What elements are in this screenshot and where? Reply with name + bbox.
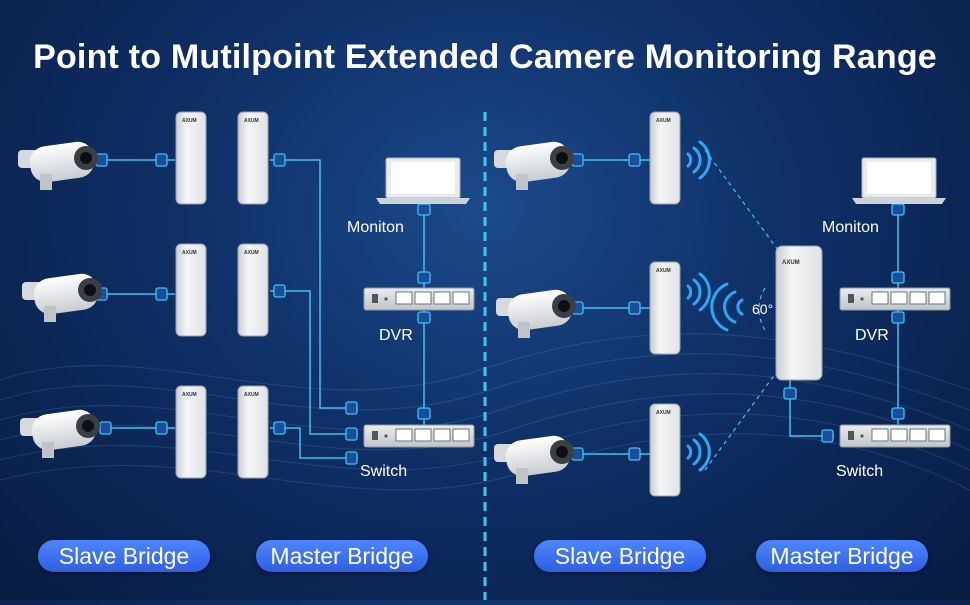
rj45-connector <box>417 407 431 420</box>
right-connectors <box>571 153 905 461</box>
camera-icon <box>496 289 576 338</box>
rj45-connector <box>628 301 641 315</box>
rj45-connector <box>891 271 905 284</box>
dvr-icon <box>839 287 951 311</box>
rj45-connector <box>417 311 431 324</box>
rj45-connector <box>628 153 641 167</box>
switch-label: Switch <box>836 463 883 480</box>
svg-text:AXUM: AXUM <box>182 392 197 398</box>
svg-text:AXUM: AXUM <box>656 410 671 416</box>
svg-text:AXUM: AXUM <box>182 118 197 124</box>
rj45-connector <box>417 271 431 284</box>
angle-label: 60° <box>752 301 773 317</box>
master-bridge-badge: Master Bridge <box>256 540 428 572</box>
wifi-signal-icon <box>686 140 744 472</box>
rj45-connector <box>155 287 168 301</box>
master-bridge-icon: AXUM <box>775 245 823 381</box>
brand-logo: AXUM AXUM AXUM <box>656 118 671 416</box>
rj45-connector <box>417 203 431 216</box>
rj45-connector <box>345 401 358 415</box>
svg-text:AXUM: AXUM <box>244 118 259 124</box>
slave-bridge-icon <box>649 111 681 497</box>
camera-icon <box>22 273 102 322</box>
dvr-label: DVR <box>855 327 889 344</box>
page-title: Point to Mutilpoint Extended Camere Moni… <box>33 38 937 76</box>
svg-text:AXUM: AXUM <box>782 260 800 266</box>
laptop-icon <box>852 157 946 204</box>
brand-logo: AXUM AXUM AXUM AXUM AXUM AXUM <box>182 118 259 398</box>
laptop-icon <box>376 157 470 204</box>
master-bridge-badge: Master Bridge <box>756 540 928 572</box>
rj45-connector <box>891 407 905 420</box>
switch-icon <box>363 424 475 448</box>
rj45-connector <box>891 311 905 324</box>
switch-label: Switch <box>360 463 407 480</box>
rj45-connector <box>155 421 168 435</box>
rj45-connector <box>273 153 286 167</box>
rj45-connector <box>345 427 358 441</box>
master-bridge-icon <box>237 111 269 479</box>
camera-icon <box>494 141 574 190</box>
svg-text:AXUM: AXUM <box>656 268 671 274</box>
rj45-connector <box>155 153 168 167</box>
camera-icon <box>20 409 100 458</box>
rj45-connector <box>891 203 905 216</box>
rj45-connector <box>345 451 358 465</box>
svg-text:AXUM: AXUM <box>244 392 259 398</box>
slave-bridge-badge: Slave Bridge <box>38 540 210 572</box>
slave-bridge-icon <box>175 111 207 479</box>
slave-bridge-badge: Slave Bridge <box>534 540 706 572</box>
camera-icon <box>18 141 98 190</box>
svg-text:AXUM: AXUM <box>244 250 259 256</box>
rj45-connector <box>821 429 834 443</box>
rj45-connector <box>783 387 797 400</box>
dvr-icon <box>363 287 475 311</box>
rj45-connector <box>273 421 286 435</box>
dvr-label: DVR <box>379 327 413 344</box>
rj45-connector <box>99 421 112 435</box>
rj45-connector <box>273 284 286 298</box>
svg-text:AXUM: AXUM <box>656 118 671 124</box>
camera-icon <box>494 435 574 484</box>
monitor-label: Moniton <box>822 219 879 236</box>
monitor-label: Moniton <box>347 219 404 236</box>
svg-text:AXUM: AXUM <box>182 250 197 256</box>
rj45-connector <box>628 447 641 461</box>
switch-icon <box>839 424 951 448</box>
